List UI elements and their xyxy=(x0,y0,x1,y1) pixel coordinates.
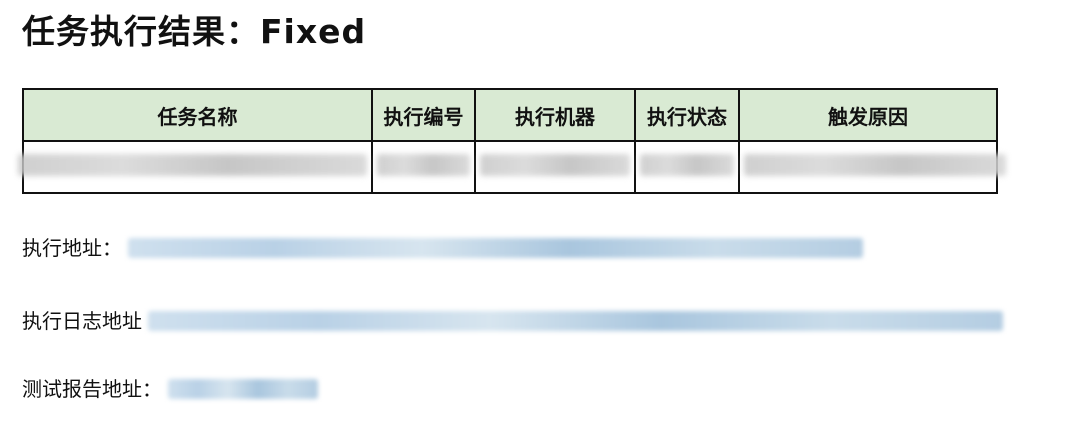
table-header-row: 任务名称 执行编号 执行机器 执行状态 触发原因 xyxy=(22,88,998,142)
redacted-value xyxy=(480,154,630,176)
header-exec-id: 执行编号 xyxy=(371,88,476,142)
header-trigger-reason: 触发原因 xyxy=(738,88,998,142)
field-report-url: 测试报告地址： xyxy=(22,373,319,403)
field-log-url: 执行日志地址 xyxy=(22,305,1004,335)
redacted-value xyxy=(640,154,734,176)
header-exec-status: 执行状态 xyxy=(634,88,740,142)
field-label: 执行日志地址 xyxy=(22,308,142,333)
cell-exec-id xyxy=(371,140,476,194)
log-url-link[interactable] xyxy=(148,310,1004,331)
cell-exec-machine xyxy=(474,140,636,194)
redacted-value xyxy=(377,154,470,176)
field-label: 测试报告地址： xyxy=(22,376,162,401)
page-title: 任务执行结果：Fixed xyxy=(22,12,367,51)
result-table: 任务名称 执行编号 执行机器 执行状态 触发原因 xyxy=(18,88,1006,194)
table-row xyxy=(18,140,1006,194)
exec-url-link[interactable] xyxy=(128,237,864,258)
cell-trigger-reason xyxy=(738,140,1006,194)
cell-task-name xyxy=(18,140,373,194)
cell-exec-status xyxy=(634,140,740,194)
header-task-name: 任务名称 xyxy=(22,88,373,142)
redacted-value xyxy=(744,154,1006,176)
report-url-link[interactable] xyxy=(168,378,319,399)
field-label: 执行地址： xyxy=(22,235,122,260)
redacted-value xyxy=(18,154,367,176)
field-exec-url: 执行地址： xyxy=(22,232,864,262)
header-exec-machine: 执行机器 xyxy=(474,88,636,142)
